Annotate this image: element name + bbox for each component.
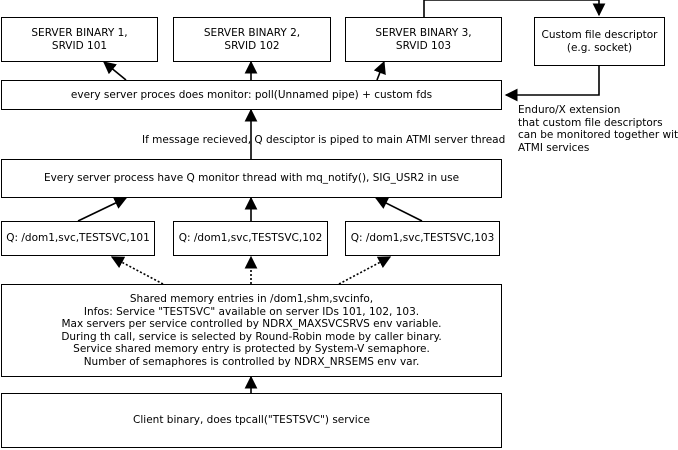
server-binary-2-title: SERVER BINARY 2, [203, 27, 301, 39]
server-binary-3-title: SERVER BINARY 3, [375, 27, 472, 39]
shared-memory-box: Shared memory entries in /dom1,shm,svcin… [1, 284, 502, 377]
shm-line: Infos: Service "TESTSVC" available on se… [83, 305, 420, 318]
server-binary-2-srvid: SRVID 102 [224, 39, 280, 52]
poll-monitor-box: every server proces does monitor: poll(U… [1, 80, 502, 110]
arrow-poll-to-server3 [373, 60, 386, 81]
custom-fd-title: Custom file descriptor [541, 29, 658, 41]
extension-note-line: that custom file descriptors [518, 116, 663, 129]
extension-note-line: ATMI services [518, 141, 590, 154]
shm-line: Number of semaphores is controlled by ND… [83, 355, 420, 368]
server-binary-2-box: SERVER BINARY 2, SRVID 102 [173, 17, 331, 62]
arrow-shm-to-q101 [110, 256, 164, 285]
server-binary-3-srvid: SRVID 103 [395, 39, 452, 52]
server-binary-1-srvid: SRVID 101 [51, 39, 108, 52]
client-binary-box: Client binary, does tpcall("TESTSVC") se… [1, 393, 502, 448]
arrow-customfd-to-poll [504, 66, 600, 102]
server-binary-3-box: SERVER BINARY 3, SRVID 103 [345, 17, 502, 62]
queue-103-box: Q: /dom1,svc,TESTSVC,103 [345, 221, 500, 256]
server-binary-1-box: SERVER BINARY 1, SRVID 101 [1, 17, 158, 62]
arrow-q101-to-monitor [77, 197, 128, 222]
shm-line: Service shared memory entry is protected… [73, 343, 430, 355]
arrow-shm-to-q103 [338, 256, 392, 285]
pipe-note-text: If message recieved, Q desciptor is pipe… [142, 134, 506, 146]
connector-server3-to-customfd [423, 0, 606, 17]
queue-101-label: Q: /dom1,svc,TESTSVC,101 [6, 232, 150, 245]
q-monitor-box: Every server process have Q monitor thre… [1, 159, 502, 198]
queue-102-box: Q: /dom1,svc,TESTSVC,102 [173, 221, 328, 256]
queue-101-box: Q: /dom1,svc,TESTSVC,101 [1, 221, 155, 256]
shm-line: Shared memory entries in /dom1,shm,svcin… [129, 293, 374, 305]
shm-line: Max servers per service controlled by ND… [61, 318, 442, 330]
arrow-poll-to-server1 [103, 61, 127, 81]
arrow-q103-to-monitor [374, 197, 423, 222]
custom-fd-box: Custom file descriptor (e.g. socket) [534, 17, 665, 66]
q-monitor-text: Every server process have Q monitor thre… [43, 172, 460, 185]
poll-monitor-text: every server proces does monitor: poll(U… [70, 88, 433, 101]
extension-note-line: can be monitored together with [518, 129, 678, 141]
queue-102-label: Q: /dom1,svc,TESTSVC,102 [178, 232, 323, 245]
extension-note-line: Enduro/X extension [518, 104, 621, 116]
server-binary-1-title: SERVER BINARY 1, [31, 27, 128, 39]
pipe-note: If message recieved, Q desciptor is pipe… [142, 134, 505, 147]
enduro-extension-note: Enduro/X extension that custom file desc… [518, 104, 678, 154]
queue-103-label: Q: /dom1,svc,TESTSVC,103 [350, 232, 495, 245]
shm-line: During th call, service is selected by R… [61, 330, 442, 343]
custom-fd-example: (e.g. socket) [566, 41, 633, 54]
client-binary-text: Client binary, does tpcall("TESTSVC") se… [133, 414, 370, 427]
